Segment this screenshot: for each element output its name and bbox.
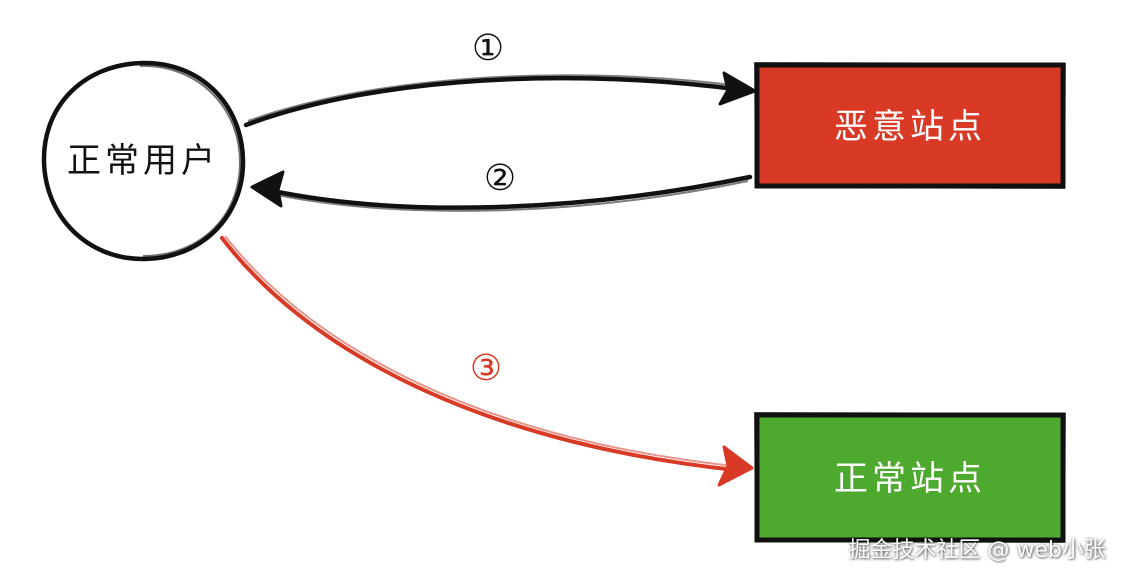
edge-step-2-label: ②	[484, 158, 516, 199]
edge-step-1-arrowhead	[718, 71, 757, 106]
edge-step-1-line	[243, 75, 745, 128]
edge-step-3-line-sketch	[224, 235, 734, 467]
user-node-circle	[41, 60, 246, 262]
watermark: 掘金技术社区 @ web小张	[848, 538, 1106, 563]
normal-site-box	[754, 412, 1066, 543]
normal-site-label: 正常站点	[834, 459, 986, 499]
edge-step-1-line-sketch	[247, 74, 741, 122]
edge-step-2-line-sketch	[271, 180, 749, 212]
user-node-label: 正常用户	[67, 141, 219, 181]
edge-step-1-label: ①	[472, 28, 504, 69]
edge-step-3-line	[220, 236, 737, 472]
malicious-site-box-sketch	[753, 61, 1067, 190]
malicious-site-box	[754, 62, 1066, 189]
normal-site-node: 正常站点	[753, 411, 1067, 544]
edge-step-2-line	[265, 174, 753, 210]
edge-step-2-arrowhead	[250, 170, 285, 208]
edge-step-3-label: ③	[470, 348, 502, 389]
edge-step-3-arrowhead	[717, 445, 754, 487]
edge-step-2: ②	[250, 158, 753, 212]
malicious-site-label: 恶意站点	[834, 107, 986, 147]
malicious-site-node: 恶意站点	[753, 61, 1067, 190]
edge-step-1: ①	[243, 28, 757, 128]
user-node-circle-sketch	[139, 64, 242, 257]
user-node: 正常用户	[41, 60, 246, 262]
edge-step-3: ③	[220, 235, 754, 487]
normal-site-box-sketch	[753, 411, 1067, 544]
